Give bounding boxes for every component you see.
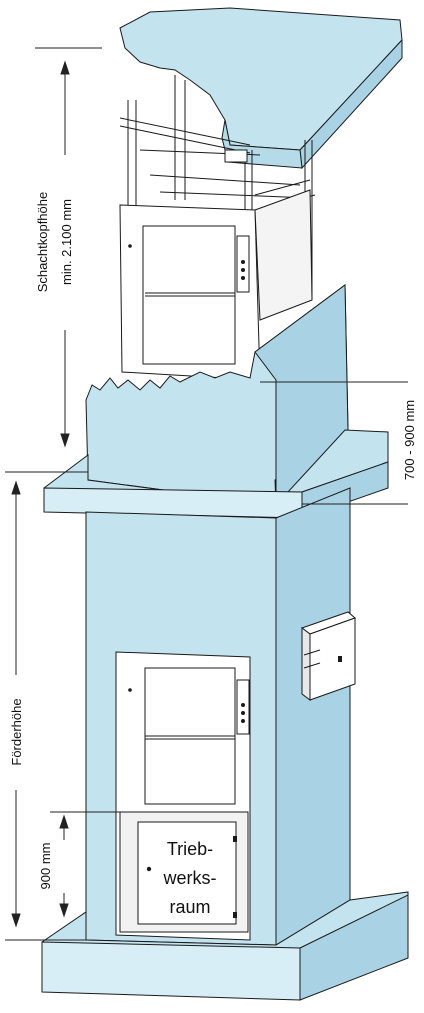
machine-room-label-line3: raum bbox=[169, 897, 210, 917]
lower-door bbox=[115, 651, 251, 941]
control-box bbox=[300, 611, 356, 701]
ceiling-slab bbox=[119, 7, 403, 170]
machine-room-label-line1: Trieb- bbox=[167, 839, 213, 859]
lift-car-upper bbox=[119, 189, 313, 381]
base-slab bbox=[41, 891, 409, 1001]
shaft-head-height-label: Schachtkopfhöhe bbox=[35, 192, 50, 292]
dimension-lines bbox=[5, 47, 408, 941]
shaft-head-height-min-label: min. 2.100 mm bbox=[59, 199, 74, 285]
machine-room-label-line2: werks- bbox=[163, 868, 217, 888]
machine-room-height-label: 900 mm bbox=[38, 843, 53, 890]
travel-height-label: Förderhöhe bbox=[9, 698, 24, 765]
door-sill-height-label: 700 - 900 mm bbox=[402, 400, 417, 480]
upper-shaft-wall bbox=[85, 284, 349, 507]
